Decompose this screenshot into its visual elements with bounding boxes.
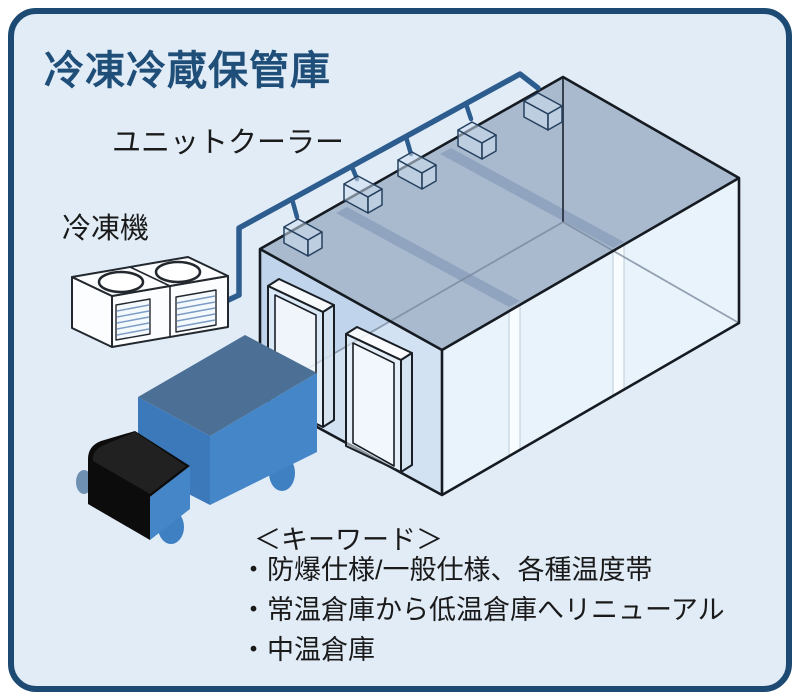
interior-floor-edge — [562, 221, 740, 324]
door-panel-inner — [352, 342, 395, 467]
page-title: 冷凍冷蔵保管庫 — [44, 49, 331, 93]
unit-cooler — [397, 151, 437, 190]
label-unit-cooler: ユニットクーラー — [112, 127, 345, 159]
machine-grille — [175, 289, 217, 333]
truck-cab — [88, 431, 190, 540]
cooler-end — [367, 188, 383, 214]
warehouse — [258, 75, 741, 497]
warehouse-edges — [259, 176, 740, 495]
keyword-item: ・中温倉庫 — [240, 635, 375, 665]
interior-partition-strip — [508, 304, 521, 457]
keywords-list: ・防爆仕様/一般仕様、各種温度帯 ・常温倉庫から低温倉庫へリニューアル ・中温倉… — [240, 550, 725, 670]
warehouse-roof — [260, 77, 739, 350]
pipe-branch — [463, 101, 474, 122]
fan-icon — [154, 260, 202, 284]
unit-cooler — [457, 121, 497, 160]
fan-icon — [97, 270, 145, 294]
roof-partition-band — [336, 207, 520, 307]
door-right — [345, 326, 413, 473]
unit-cooler — [523, 92, 563, 131]
keyword-item: ・防爆仕様/一般仕様、各種温度帯 — [240, 555, 653, 585]
pipe-main — [219, 71, 541, 306]
grille-lines — [116, 304, 150, 336]
pipe-branch — [289, 196, 300, 220]
unit-cooler — [343, 175, 383, 214]
machine-grille — [115, 298, 151, 341]
door-frame-side — [400, 352, 413, 473]
machine-divider — [129, 266, 171, 337]
interior-partition-strip — [612, 244, 625, 397]
cooler-end — [547, 105, 563, 131]
pipe-branch — [403, 134, 414, 157]
keywords-heading: ＜キーワード＞ — [254, 525, 443, 555]
unit-coolers — [283, 92, 563, 257]
refrigeration-unit — [71, 256, 229, 348]
cab-roof — [92, 432, 186, 494]
roof-partition-band — [440, 148, 624, 248]
cab-door-face — [150, 466, 190, 540]
cargo-top-face — [138, 335, 317, 436]
cooler-end — [421, 164, 437, 190]
door-frame-side — [322, 304, 335, 428]
unit-cooler — [283, 218, 323, 257]
cooler-end — [307, 231, 323, 257]
cooler-end — [481, 134, 497, 160]
label-refrigerator: 冷凍機 — [62, 213, 150, 245]
keyword-item: ・常温倉庫から低温倉庫へリニューアル — [240, 595, 725, 625]
cargo-side-face — [210, 373, 317, 505]
cargo-front-face — [138, 397, 210, 505]
truck-cargo-box — [138, 335, 317, 505]
truck — [76, 335, 317, 544]
grille-lines — [176, 295, 216, 328]
